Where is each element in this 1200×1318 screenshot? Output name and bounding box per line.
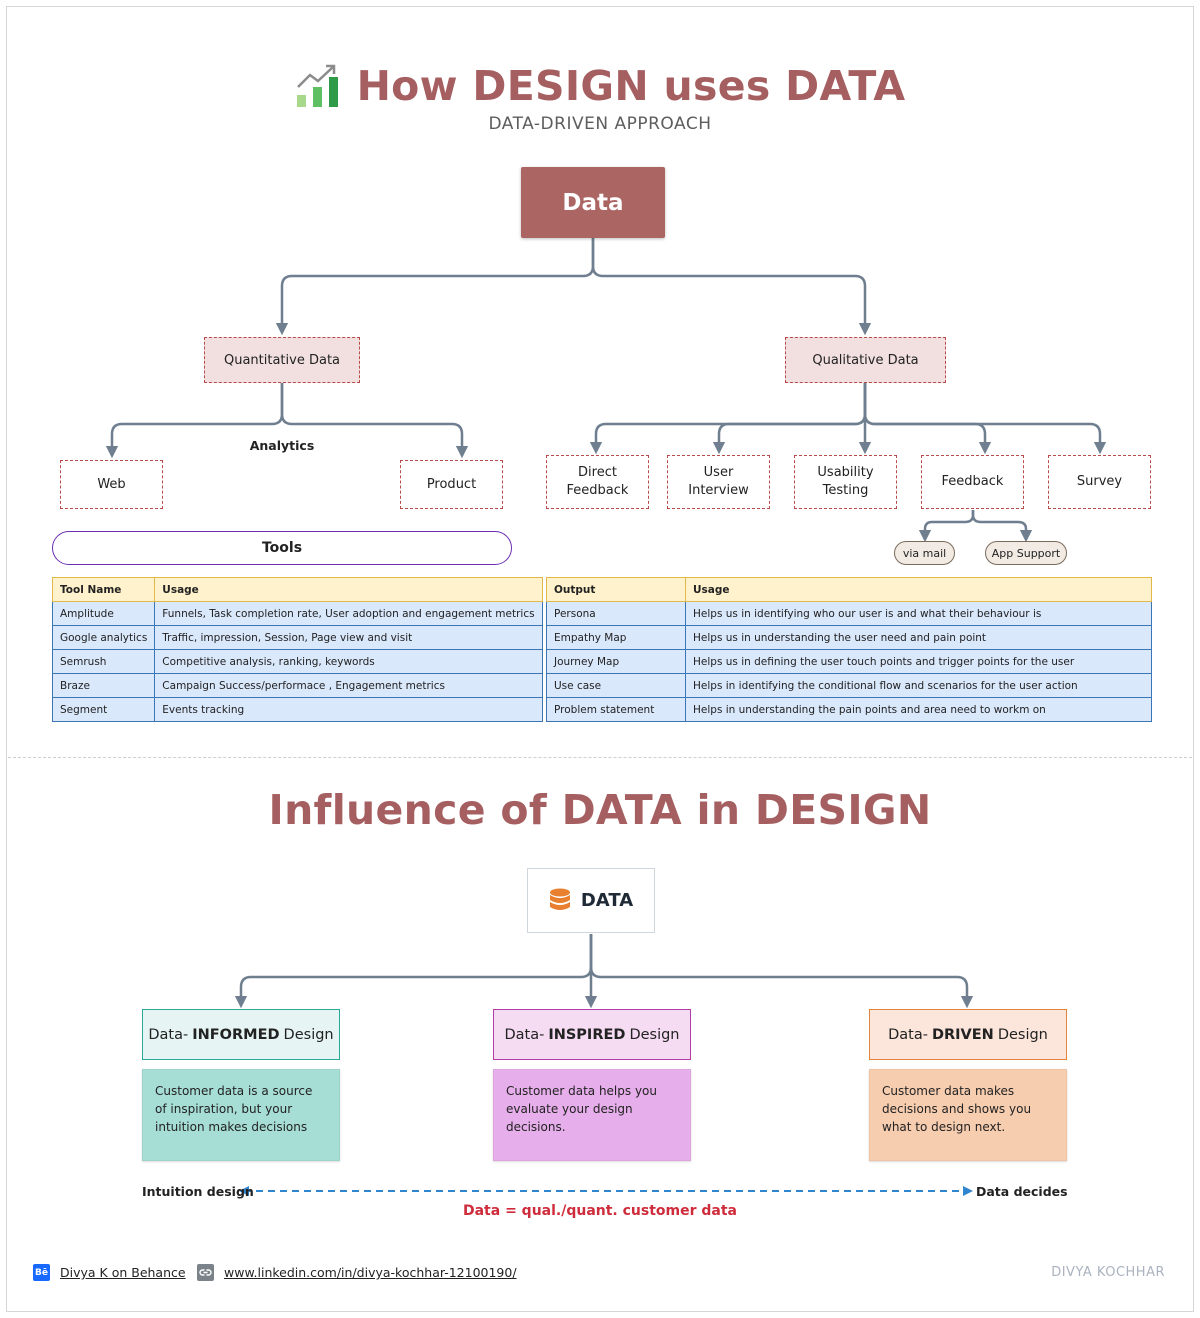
table-cell: Traffic, impression, Session, Page view … — [154, 625, 543, 650]
data-definition: Data = qual./quant. customer data — [462, 1203, 738, 1219]
data-inspired-design-header: Data- INSPIRED Design — [493, 1009, 691, 1060]
data-informed-design-header: Data- INFORMED Design — [142, 1009, 340, 1060]
page-title-row: How DESIGN uses DATA — [0, 62, 1200, 110]
direct-feedback-box: Direct Feedback — [546, 455, 649, 509]
category-keyword: DRIVEN — [931, 1026, 994, 1043]
table-cell: Problem statement — [546, 697, 686, 722]
table-cell: Persona — [546, 601, 686, 626]
connector-qual-to-direct-feedback — [589, 383, 867, 455]
bar-chart-trend-icon — [296, 64, 338, 107]
table-cell: Funnels, Task completion rate, User adop… — [154, 601, 543, 626]
data-inspired-description: Customer data helps you evaluate your de… — [493, 1069, 691, 1161]
intuition-design-label: Intuition design — [142, 1184, 254, 1199]
category-prefix: Data- — [148, 1026, 189, 1043]
author-signature: DIVYA KOCHHAR — [1051, 1265, 1165, 1280]
connector-feedback-to-mail — [918, 510, 975, 543]
column-header: Usage — [154, 577, 543, 602]
data-informed-description: Customer data is a source of inspiration… — [142, 1069, 340, 1161]
column-header: Output — [546, 577, 686, 602]
connector-data-to-qualitative — [591, 238, 872, 336]
category-suffix: Design — [283, 1026, 334, 1043]
data-decides-label: Data decides — [976, 1184, 1068, 1199]
table-cell: Empathy Map — [546, 625, 686, 650]
table-cell: Journey Map — [546, 649, 686, 674]
table-cell: Events tracking — [154, 697, 543, 722]
data-driven-design-header: Data- DRIVEN Design — [869, 1009, 1067, 1060]
table-cell: Campaign Success/performace , Engagement… — [154, 673, 543, 698]
qualitative-data-box: Qualitative Data — [785, 337, 946, 383]
table-cell: Helps in understanding the pain points a… — [685, 697, 1152, 722]
data-box: DATA — [527, 868, 655, 933]
data-root-box: Data — [521, 167, 665, 238]
connector-data-to-quantitative — [275, 238, 595, 336]
table-cell: Google analytics — [51, 625, 156, 650]
connector-data-to-driven — [589, 934, 974, 1009]
data-driven-description: Customer data makes decisions and shows … — [869, 1069, 1067, 1161]
page-title: How DESIGN uses DATA — [356, 62, 906, 110]
table-cell: Helps us in defining the user touch poin… — [685, 649, 1152, 674]
product-box: Product — [400, 460, 503, 509]
column-header: Usage — [685, 577, 1152, 602]
table-cell: Segment — [51, 697, 156, 722]
connector-data-to-informed — [234, 934, 593, 1009]
table-cell: Helps in identifying the conditional flo… — [685, 673, 1152, 698]
via-mail-pill: via mail — [894, 541, 955, 565]
section-divider — [8, 757, 1192, 758]
survey-box: Survey — [1048, 455, 1151, 509]
category-suffix: Design — [997, 1026, 1048, 1043]
connector-qual-to-user-interview — [712, 383, 867, 455]
table-cell: Amplitude — [51, 601, 156, 626]
category-prefix: Data- — [504, 1026, 545, 1043]
analytics-label: Analytics — [249, 438, 315, 453]
table-header-row: Output Usage — [546, 577, 1152, 602]
database-icon — [549, 888, 570, 910]
column-header: Tool Name — [51, 577, 156, 602]
page-subtitle: DATA-DRIVEN APPROACH — [488, 114, 712, 134]
linkedin-link-text[interactable]: www.linkedin.com/in/divya-kochhar-121001… — [224, 1265, 517, 1280]
table-cell: Use case — [546, 673, 686, 698]
table-cell: Helps us in identifying who our user is … — [685, 601, 1152, 626]
tools-header: Tools — [52, 531, 512, 565]
behance-link[interactable]: Bē Divya K on Behance — [33, 1264, 186, 1281]
web-box: Web — [60, 460, 163, 509]
data-label: DATA — [580, 890, 634, 911]
linkedin-link[interactable]: www.linkedin.com/in/divya-kochhar-121001… — [197, 1264, 517, 1281]
category-keyword: INSPIRED — [548, 1026, 626, 1043]
table-cell: Competitive analysis, ranking, keywords — [154, 649, 543, 674]
category-keyword: INFORMED — [192, 1026, 280, 1043]
link-icon — [197, 1264, 214, 1281]
behance-link-text[interactable]: Divya K on Behance — [60, 1265, 186, 1280]
connector-quant-to-product — [280, 383, 469, 459]
user-interview-box: User Interview — [667, 455, 770, 509]
connector-qual-to-survey — [863, 383, 1107, 455]
category-suffix: Design — [629, 1026, 680, 1043]
quantitative-data-box: Quantitative Data — [204, 337, 360, 383]
feedback-box: Feedback — [921, 455, 1024, 509]
table-cell: Braze — [51, 673, 156, 698]
table-cell: Semrush — [51, 649, 156, 674]
influence-title: Influence of DATA in DESIGN — [268, 786, 932, 834]
usability-testing-box: Usability Testing — [794, 455, 897, 509]
connector-qual-to-feedback — [863, 383, 992, 455]
table-header-row: Tool Name Usage — [51, 577, 543, 602]
connector-feedback-to-app-support — [971, 510, 1033, 543]
behance-icon: Bē — [33, 1264, 50, 1281]
app-support-pill: App Support — [985, 541, 1067, 565]
category-prefix: Data- — [888, 1026, 928, 1043]
table-cell: Helps us in understanding the user need … — [685, 625, 1152, 650]
